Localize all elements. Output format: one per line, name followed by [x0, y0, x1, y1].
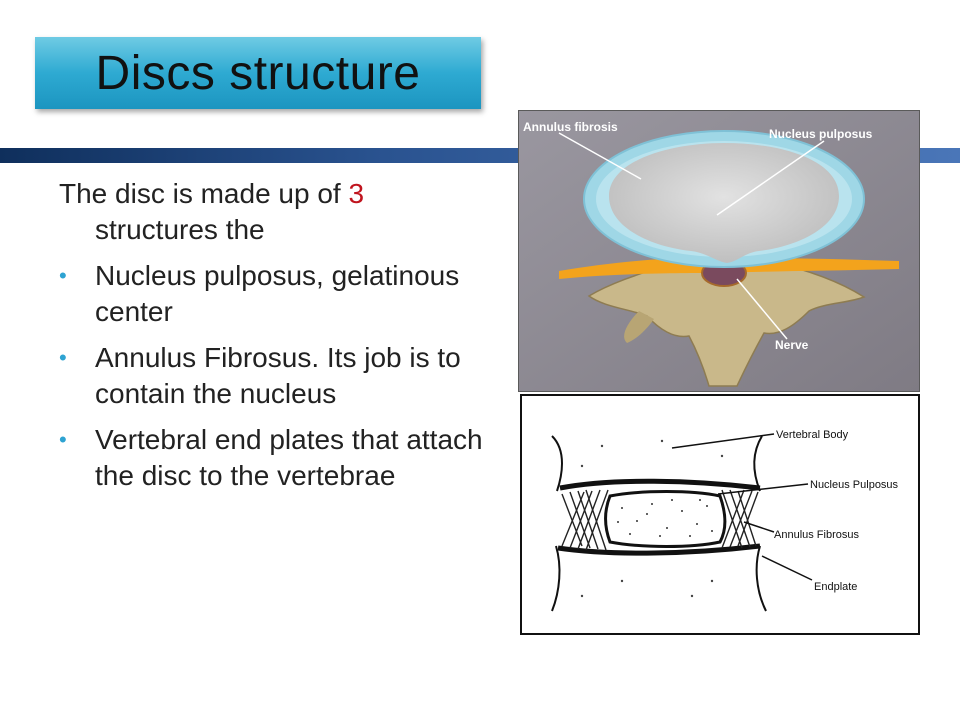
vertebra-bottom-outline-right	[755, 545, 767, 612]
bullet-dot-icon: •	[59, 345, 67, 370]
intro-number: 3	[348, 178, 365, 209]
annulus-hatching-right	[721, 489, 759, 549]
bullet-text: Annulus Fibrosus. Its job is to contain …	[95, 342, 461, 409]
nucleus-leader-line	[716, 140, 825, 216]
intro-paragraph: The disc is made up of 3 structures the	[59, 176, 489, 248]
lower-endplate	[557, 543, 761, 556]
label-endplate: Endplate	[814, 581, 857, 593]
endplate-leader-line	[761, 555, 813, 581]
disc-sagittal-svg: Vertebral Body Nucleus Pulposus Annulus …	[522, 396, 918, 633]
vertebra-bottom-outline-left	[551, 545, 561, 612]
label-vertebral-body: Vertebral Body	[776, 429, 849, 441]
intro-text: The disc is made up of	[59, 178, 349, 209]
annulus-hatching-left	[561, 489, 609, 551]
disc-axial-svg: Annulus fibrosis Nucleus pulposus Nerve	[519, 111, 919, 391]
slide-title: Discs structure	[95, 46, 421, 100]
bullet-item: • Annulus Fibrosus. Its job is to contain…	[59, 340, 489, 412]
bullet-text: Vertebral end plates that attach the dis…	[95, 424, 483, 491]
annulus-leader-line	[558, 132, 642, 180]
body-text: The disc is made up of 3 structures the …	[59, 176, 489, 504]
label-nucleus-pulposus: Nucleus Pulposus	[810, 479, 899, 491]
label-annulus-fibrosus: Annulus Fibrosus	[774, 529, 859, 541]
bullet-text: Nucleus pulposus, gelatinous center	[95, 260, 460, 327]
bone-dots	[580, 439, 724, 598]
annulus-leader-line	[743, 521, 775, 533]
label-nerve: Nerve	[775, 338, 809, 352]
label-nucleus-pulposus: Nucleus pulposus	[769, 127, 873, 141]
nucleus-leader-line	[717, 483, 809, 495]
vertebral-body-leader-line	[671, 433, 775, 449]
upper-endplate	[559, 478, 761, 491]
bullet-list: • Nucleus pulposus, gelatinous center • An…	[59, 258, 489, 494]
nerve-leader-line	[736, 278, 788, 340]
nucleus-speckles	[617, 499, 713, 537]
intro-text-end: structures the	[95, 214, 265, 245]
disc-sagittal-diagram: Vertebral Body Nucleus Pulposus Annulus …	[520, 394, 920, 635]
disc-axial-illustration: Annulus fibrosis Nucleus pulposus Nerve	[518, 110, 920, 392]
nucleus	[609, 143, 839, 263]
label-annulus-fibrosis: Annulus fibrosis	[523, 120, 618, 134]
bullet-dot-icon: •	[59, 263, 67, 288]
nucleus-outline	[604, 490, 727, 548]
title-box: Discs structure	[35, 37, 481, 109]
vertebra-top-outline-left	[551, 435, 563, 492]
bullet-item: • Vertebral end plates that attach the di…	[59, 422, 489, 494]
bullet-dot-icon: •	[59, 427, 67, 452]
bullet-item: • Nucleus pulposus, gelatinous center	[59, 258, 489, 330]
vertebra-process	[624, 311, 654, 343]
